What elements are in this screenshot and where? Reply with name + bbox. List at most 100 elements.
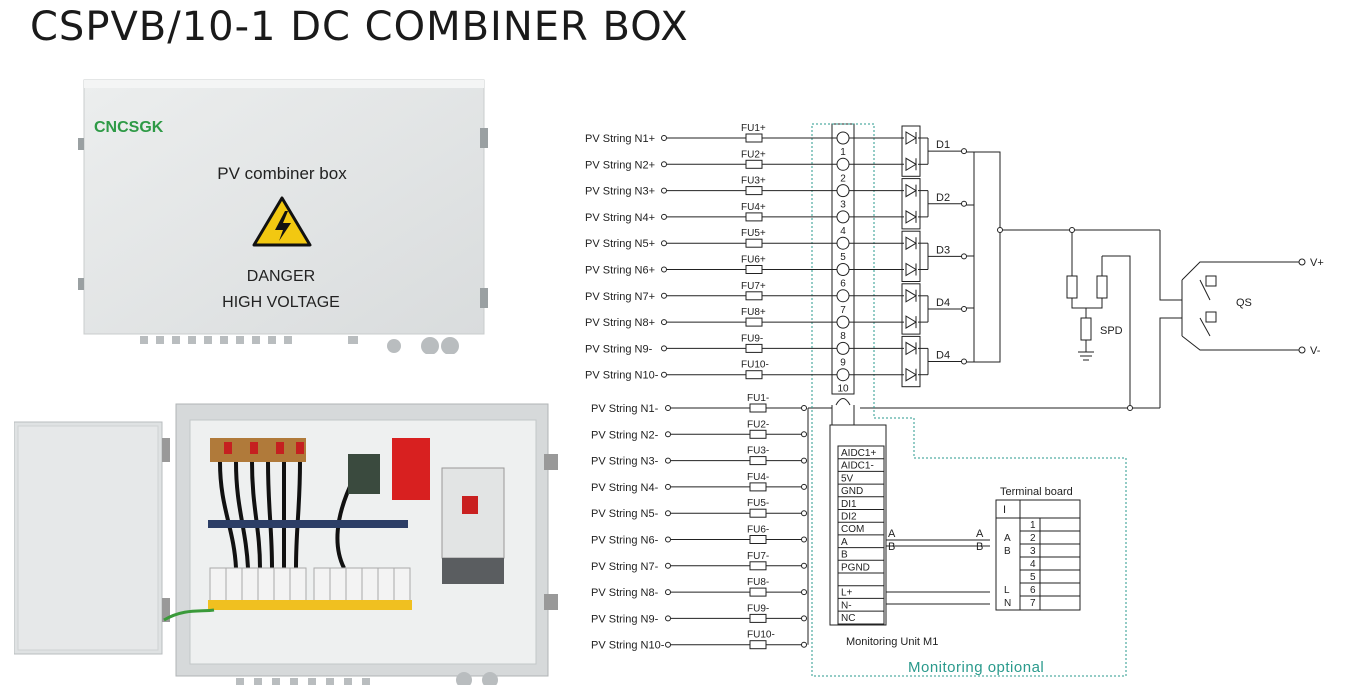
channel-ring (836, 210, 850, 224)
pos-fuse-label: FU2+ (741, 149, 766, 160)
neg-bus-node (801, 483, 807, 490)
qs-label: QS (1236, 297, 1252, 309)
output-neg-terminal (1298, 346, 1306, 354)
neg-fuse (749, 640, 767, 650)
channel-number: 8 (840, 331, 846, 342)
neg-string-label: PV String N3- (591, 456, 659, 468)
pos-fuse-label: FU8+ (741, 307, 766, 318)
open-box-photo (14, 403, 558, 685)
closed-box-photo: CNCSGK PV combiner box DANGER HIGH VOLTA… (78, 79, 488, 354)
neg-bus-node (801, 457, 807, 464)
terminal-board-title: Terminal board (1000, 486, 1073, 498)
diode-symbol (905, 341, 917, 356)
monitor-pin-label: NC (841, 613, 855, 624)
pos-fuse-label: FU1+ (741, 123, 766, 134)
pos-string-terminal (661, 240, 667, 247)
terminal-number: 4 (1030, 559, 1036, 570)
neg-string-terminal (665, 483, 671, 490)
diode-terminal (961, 358, 967, 365)
link-a-right: A (976, 528, 984, 540)
diode-pair-box (901, 230, 921, 282)
pos-string-label: PV String N3+ (585, 186, 655, 198)
terminal-letter: A (1004, 533, 1011, 544)
channel-number: 4 (840, 226, 846, 237)
pos-fuse (745, 159, 763, 169)
diode-terminal (961, 200, 967, 207)
monitor-pin-label: PGND (841, 562, 870, 573)
pos-string-label: PV String N6+ (585, 265, 655, 277)
pos-fuse (745, 291, 763, 301)
monitor-pin-label: AIDC1- (841, 461, 874, 472)
pos-string-terminal (661, 371, 667, 378)
diode-label: D2 (936, 192, 950, 204)
link-a-left: A (888, 528, 896, 540)
neg-fuse (749, 535, 767, 544)
pos-string-terminal (661, 319, 667, 326)
monitor-pin-label: AIDC1+ (841, 448, 876, 459)
link-b-right: B (976, 541, 983, 553)
neg-string-label: PV String N8- (591, 587, 659, 599)
pos-fuse-label: FU7+ (741, 281, 766, 292)
neg-string-label: PV String N7- (591, 561, 659, 573)
terminal-letter: B (1004, 546, 1011, 557)
diode-symbol (905, 210, 917, 224)
pos-string-label: PV String N8+ (585, 317, 655, 329)
danger-label: DANGER (247, 268, 315, 285)
monitor-pin-label: COM (841, 524, 864, 535)
terminal-number: 5 (1030, 572, 1036, 583)
monitor-pin-label: DI2 (841, 512, 857, 523)
monitoring-optional-label: Monitoring optional (908, 659, 1044, 676)
pos-string-label: PV String N1+ (585, 133, 655, 145)
pos-fuse (745, 265, 763, 274)
neg-fuse (749, 508, 767, 518)
monitor-pin-label: 5V (841, 473, 854, 484)
pos-fuse (745, 212, 763, 222)
neg-string-terminal (665, 510, 671, 517)
monitor-pin-label: L+ (841, 588, 853, 599)
neg-fuse (749, 561, 767, 571)
channel-ring (836, 184, 850, 198)
neg-fuse-label: FU9- (747, 603, 769, 614)
channel-number: 9 (840, 357, 846, 368)
monitor-pin-label: A (841, 537, 848, 548)
neg-fuse-label: FU8- (747, 577, 769, 588)
diode-label: D4 (936, 350, 950, 362)
neg-fuse (749, 482, 767, 492)
pos-fuse (745, 186, 763, 196)
neg-fuse (749, 429, 767, 439)
neg-fuse (749, 587, 767, 597)
pos-fuse-label: FU3+ (741, 176, 766, 187)
neg-string-label: PV String N9- (591, 613, 659, 625)
pos-string-terminal (661, 345, 667, 352)
monitoring-optional-boundary (811, 123, 1127, 677)
channel-ring (836, 368, 850, 382)
diode-label: D4 (936, 297, 950, 309)
neg-fuse-label: FU6- (747, 525, 769, 536)
neg-string-terminal (665, 562, 671, 569)
channel-ring (836, 315, 850, 329)
neg-string-label: PV String N2- (591, 429, 659, 441)
neg-fuse (749, 403, 767, 413)
neg-fuse-label: FU2- (747, 419, 769, 430)
monitor-pin-label: N- (841, 600, 852, 611)
neg-string-terminal (665, 405, 671, 411)
neg-string-label: PV String N10- (591, 640, 665, 652)
neg-string-terminal (665, 641, 671, 648)
diode-merge (927, 295, 962, 323)
channel-number: 6 (840, 279, 846, 290)
channel-ring (836, 236, 850, 250)
pos-string-terminal (661, 187, 667, 194)
terminal-number: 2 (1030, 533, 1036, 544)
channel-ring (836, 157, 850, 171)
pos-fuse-label: FU4+ (741, 202, 766, 213)
channel-number: 7 (840, 305, 846, 316)
diode-merge (927, 190, 962, 217)
diode-label: D1 (936, 139, 950, 151)
pos-string-label: PV String N4+ (585, 212, 655, 224)
neg-string-terminal (665, 457, 671, 464)
neg-bus-node (801, 615, 807, 622)
channel-number: 10 (837, 384, 849, 395)
terminal-letter: L (1004, 585, 1010, 596)
neg-bus-node (801, 510, 807, 517)
